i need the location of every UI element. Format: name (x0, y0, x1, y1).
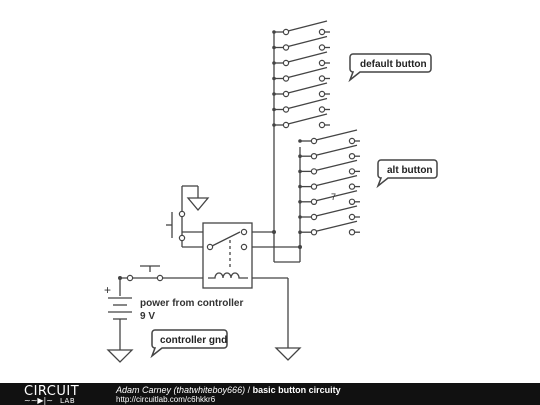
power-label: power from controller (140, 298, 243, 309)
circuitlab-logo-symbol: ~~▶|~ (24, 396, 53, 405)
alt-switch-5 (298, 190, 360, 205)
footer-bar: CIRCUIT ~~▶|~ LAB Adam Carney (thatwhite… (0, 383, 540, 405)
credit-separator: / (245, 385, 253, 395)
default-button-label: default button (360, 59, 427, 70)
default-switch-7 (272, 113, 330, 129)
alt-switch-1 (298, 129, 360, 145)
battery-plus-sign: + (104, 283, 111, 297)
default-switch-4 (272, 66, 330, 82)
circuit-url[interactable]: http://circuitlab.com/c6hkkr6 (116, 395, 216, 404)
author-name[interactable]: Adam Carney (thatwhiteboy666) (116, 385, 246, 395)
controller-gnd-label: controller gnd (160, 335, 227, 346)
default-button-switch-bank (272, 20, 330, 129)
schematic-canvas: + power from controller 9 V 7 default bu… (104, 20, 438, 363)
circuit-title: basic button circuity (252, 385, 341, 395)
alt-switch-4 (298, 174, 360, 190)
circuitlab-logo-lab: LAB (60, 397, 76, 405)
alt-switch-6 (298, 205, 360, 221)
controller-gnd-callout: controller gnd (150, 329, 228, 359)
switch-number-label: 7 (331, 192, 336, 202)
alt-button-callout: alt button (376, 159, 438, 189)
credit-line: Adam Carney (thatwhiteboy666) / basic bu… (116, 385, 341, 395)
default-switch-1 (272, 20, 330, 36)
alt-button-switch-bank (298, 129, 360, 236)
default-switch-3 (272, 51, 330, 67)
voltage-label: 9 V (140, 311, 155, 322)
alt-button-label: alt button (387, 165, 433, 176)
circuitlab-logo[interactable]: CIRCUIT (24, 384, 80, 399)
default-button-callout: default button (348, 53, 432, 83)
alt-switch-2 (298, 144, 360, 160)
default-switch-5 (272, 82, 330, 98)
default-switch-6 (272, 97, 330, 113)
alt-switch-3 (298, 159, 360, 175)
alt-switch-7 (298, 220, 360, 236)
default-switch-2 (272, 35, 330, 51)
